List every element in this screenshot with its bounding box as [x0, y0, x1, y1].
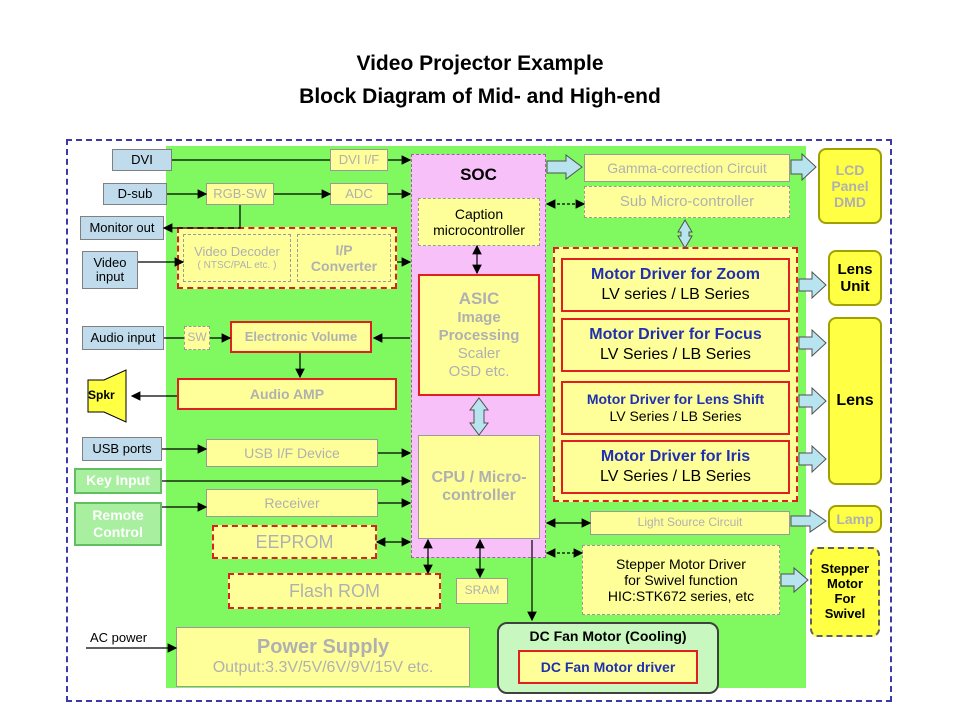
stepper-motor-output: Stepper Motor For Swivel [810, 547, 880, 637]
motor-driver-series: LV Series / LB Series [609, 408, 742, 424]
sw-block: SW [184, 326, 210, 350]
arrow-submicro-motors [677, 219, 693, 249]
motor-driver-name: Motor Driver for Zoom [591, 266, 760, 283]
light-source-block: Light Source Circuit [590, 511, 790, 535]
sub-microcontroller-block: Sub Micro-controller [584, 186, 790, 218]
arrow-stepper-motor [780, 566, 809, 594]
video-decoder-block: Video Decoder ( NTSC/PAL etc. ) [183, 234, 291, 282]
arrow-asic-cpu [469, 397, 489, 436]
diagram-title-line2: Block Diagram of Mid- and High-end [299, 85, 661, 108]
arrow-soc-gamma [546, 154, 583, 180]
outer-frame [66, 139, 892, 702]
stepper-driver-block: Stepper Motor Driver for Swivel function… [582, 545, 780, 615]
dc-fan-motor-title: DC Fan Motor (Cooling) [529, 628, 687, 644]
gamma-correction-block: Gamma-correction Circuit [584, 154, 790, 182]
arrow-iris-lens [798, 444, 827, 474]
speaker-icon [87, 369, 127, 423]
motor-driver-block: Motor Driver for Zoom LV series / LB Seri… [561, 258, 790, 312]
speaker-label: Spkr [88, 388, 115, 402]
stepper-driver-line-2: for Swivel function [624, 571, 738, 588]
stepper-driver-line-1: Stepper Motor Driver [616, 555, 746, 572]
power-supply-block: Power Supply Output:3.3V/5V/6V/9V/15V et… [176, 627, 470, 687]
diagram-title-line1: Video Projector Example [356, 52, 604, 75]
wire-monitor-out [162, 205, 241, 233]
sram-block: SRAM [456, 578, 508, 604]
arrow-shift-lens [798, 386, 827, 416]
arrow-zoom-lensunit [798, 270, 827, 300]
audio-input: Audio input [82, 326, 164, 350]
rgb-sw-block: RGB-SW [206, 183, 274, 205]
motor-driver-series: LV series / LB Series [601, 286, 750, 303]
dvi-input: DVI [112, 149, 172, 171]
power-supply-label: Power Supply [256, 636, 390, 659]
asic-line-1: Image [457, 309, 501, 327]
usb-if-device-block: USB I/F Device [206, 439, 378, 467]
lens-output: Lens [828, 317, 882, 485]
cpu-block: CPU / Micro-controller [418, 435, 540, 539]
stepper-driver-line-3: HIC:STK672 series, etc [607, 588, 755, 605]
arrow-light-lamp [790, 509, 827, 533]
lens-unit-output: Lens Unit [828, 250, 882, 306]
soc-label: SOC [460, 165, 497, 184]
motor-driver-name: Motor Driver for Iris [600, 448, 751, 465]
dsub-input: D-sub [103, 183, 167, 205]
arrow-gamma-lcd [790, 152, 817, 182]
video-decoder-label: Video Decoder [194, 243, 280, 259]
motor-driver-block: Motor Driver for Iris LV Series / LB Seri… [561, 440, 790, 494]
power-supply-sub: Output:3.3V/5V/6V/9V/15V etc. [212, 659, 434, 677]
motor-driver-name: Motor Driver for Lens Shift [586, 390, 765, 407]
monitor-out: Monitor out [80, 216, 164, 240]
flash-rom-block: Flash ROM [228, 573, 441, 609]
key-input: Key Input [74, 468, 162, 494]
asic-title: ASIC [458, 288, 500, 308]
ac-power-label: AC power [90, 630, 148, 645]
dvi-if-block: DVI I/F [330, 149, 388, 171]
asic-line-2: Processing [438, 327, 520, 345]
video-decoder-sub: ( NTSC/PAL etc. ) [197, 259, 277, 271]
eeprom-block: EEPROM [212, 525, 377, 559]
electronic-volume-block: Electronic Volume [230, 321, 372, 353]
dc-fan-driver-block: DC Fan Motor driver [518, 650, 698, 684]
asic-line-3: Scaler [457, 345, 501, 363]
ip-converter-block: I/P Converter [297, 234, 391, 282]
motor-driver-name: Motor Driver for Focus [589, 326, 762, 343]
lcd-panel-output: LCD Panel DMD [818, 148, 882, 224]
motor-driver-block: Motor Driver for Focus LV Series / LB Ser… [561, 318, 790, 372]
motor-driver-series: LV Series / LB Series [600, 346, 751, 363]
arrow-focus-lens [798, 328, 827, 358]
asic-line-4: OSD etc. [448, 363, 510, 381]
usb-ports: USB ports [82, 437, 162, 461]
motor-driver-series: LV Series / LB Series [600, 468, 751, 485]
audio-amp-block: Audio AMP [177, 378, 397, 410]
video-input: Video input [82, 251, 138, 289]
lamp-output: Lamp [828, 505, 882, 533]
receiver-block: Receiver [206, 489, 378, 517]
remote-control: Remote Control [74, 502, 162, 546]
asic-block: ASIC Image Processing Scaler OSD etc. [418, 274, 540, 396]
